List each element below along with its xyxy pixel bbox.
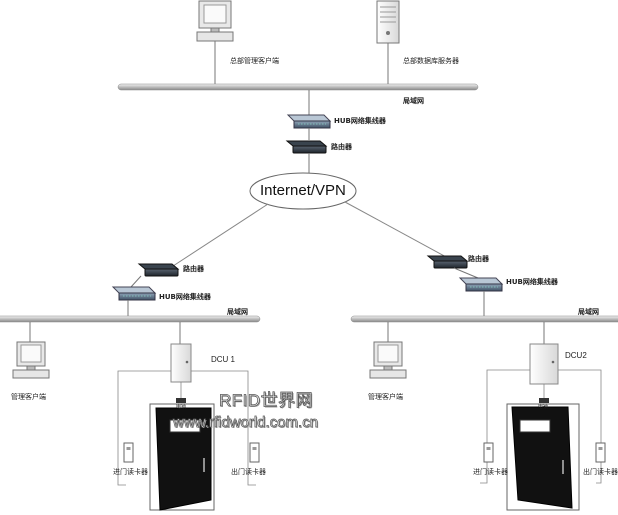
cloud-left-link: [169, 203, 269, 269]
watermark-line2: www.rfidworld.com.cn: [173, 414, 319, 432]
left-reader-in-wire: [117, 370, 171, 486]
left-door: [149, 403, 215, 511]
hq-lan-bus: [117, 83, 479, 91]
hq-db-server-label: 总部数据库服务器: [403, 57, 459, 65]
right-reader-in-icon: [483, 442, 494, 463]
right-reader-in-label: 进门读卡器: [473, 468, 508, 476]
hq-client-label: 总部管理客户端: [230, 57, 279, 65]
right-dcu-box: [529, 343, 559, 385]
internet-vpn-label: Internet/VPN: [260, 182, 346, 199]
left-dcu-box: [170, 343, 192, 383]
right-reader-out-label: 出门读卡器: [583, 468, 618, 476]
left-reader-in-label: 进门读卡器: [113, 468, 148, 476]
right-client-label: 管理客户端: [368, 393, 403, 401]
hq-lan-label: 局域网: [403, 97, 424, 105]
left-reader-in-icon: [123, 442, 134, 463]
right-lock-label: 电锁: [538, 404, 549, 410]
left-electric-lock: [176, 398, 186, 403]
left-client-computer-icon: [12, 341, 50, 379]
hq-router-icon: [285, 140, 328, 154]
right-client-computer-icon: [369, 341, 407, 379]
left-lock-label: 电锁: [176, 404, 187, 410]
left-lan-label: 局域网: [227, 308, 248, 316]
right-router-label: 路由器: [468, 255, 489, 263]
left-lan-bus: [0, 315, 261, 323]
hq-router-label: 路由器: [331, 143, 352, 151]
right-lan-label: 局域网: [578, 308, 599, 316]
left-router-label: 路由器: [183, 265, 204, 273]
left-client-label: 管理客户端: [11, 393, 46, 401]
left-reader-out-icon: [249, 442, 260, 463]
right-door: [506, 403, 580, 511]
left-reader-out-wire: [191, 370, 256, 486]
right-hub-label: HUB网络集线器: [506, 278, 558, 286]
right-lan-bus: [350, 315, 618, 323]
right-dcu-label: DCU2: [565, 351, 587, 360]
hq-hub-icon: [286, 114, 332, 129]
right-reader-in-wire: [480, 369, 530, 484]
right-router-hub-link: [453, 267, 479, 279]
right-reader-out-icon: [595, 442, 606, 463]
left-reader-out-label: 出门读卡器: [231, 468, 266, 476]
hq-db-server-icon: [376, 0, 400, 44]
left-dcu-label: DCU 1: [211, 355, 236, 364]
left-router-hub-link: [130, 275, 142, 288]
left-hub-icon: [111, 286, 157, 301]
right-electric-lock: [539, 398, 549, 403]
right-reader-out-wire: [558, 369, 602, 484]
hq-hub-label: HUB网络集线器: [334, 117, 386, 125]
right-hub-icon: [458, 277, 504, 292]
left-router-icon: [137, 263, 180, 277]
right-router-icon: [426, 255, 469, 269]
internet-vpn-cloud: [249, 172, 357, 210]
left-hub-label: HUB网络集线器: [159, 293, 211, 301]
hq-client-computer-icon: [196, 0, 234, 42]
watermark-line1: RFID世界网: [219, 391, 314, 411]
cloud-right-link: [344, 201, 449, 259]
